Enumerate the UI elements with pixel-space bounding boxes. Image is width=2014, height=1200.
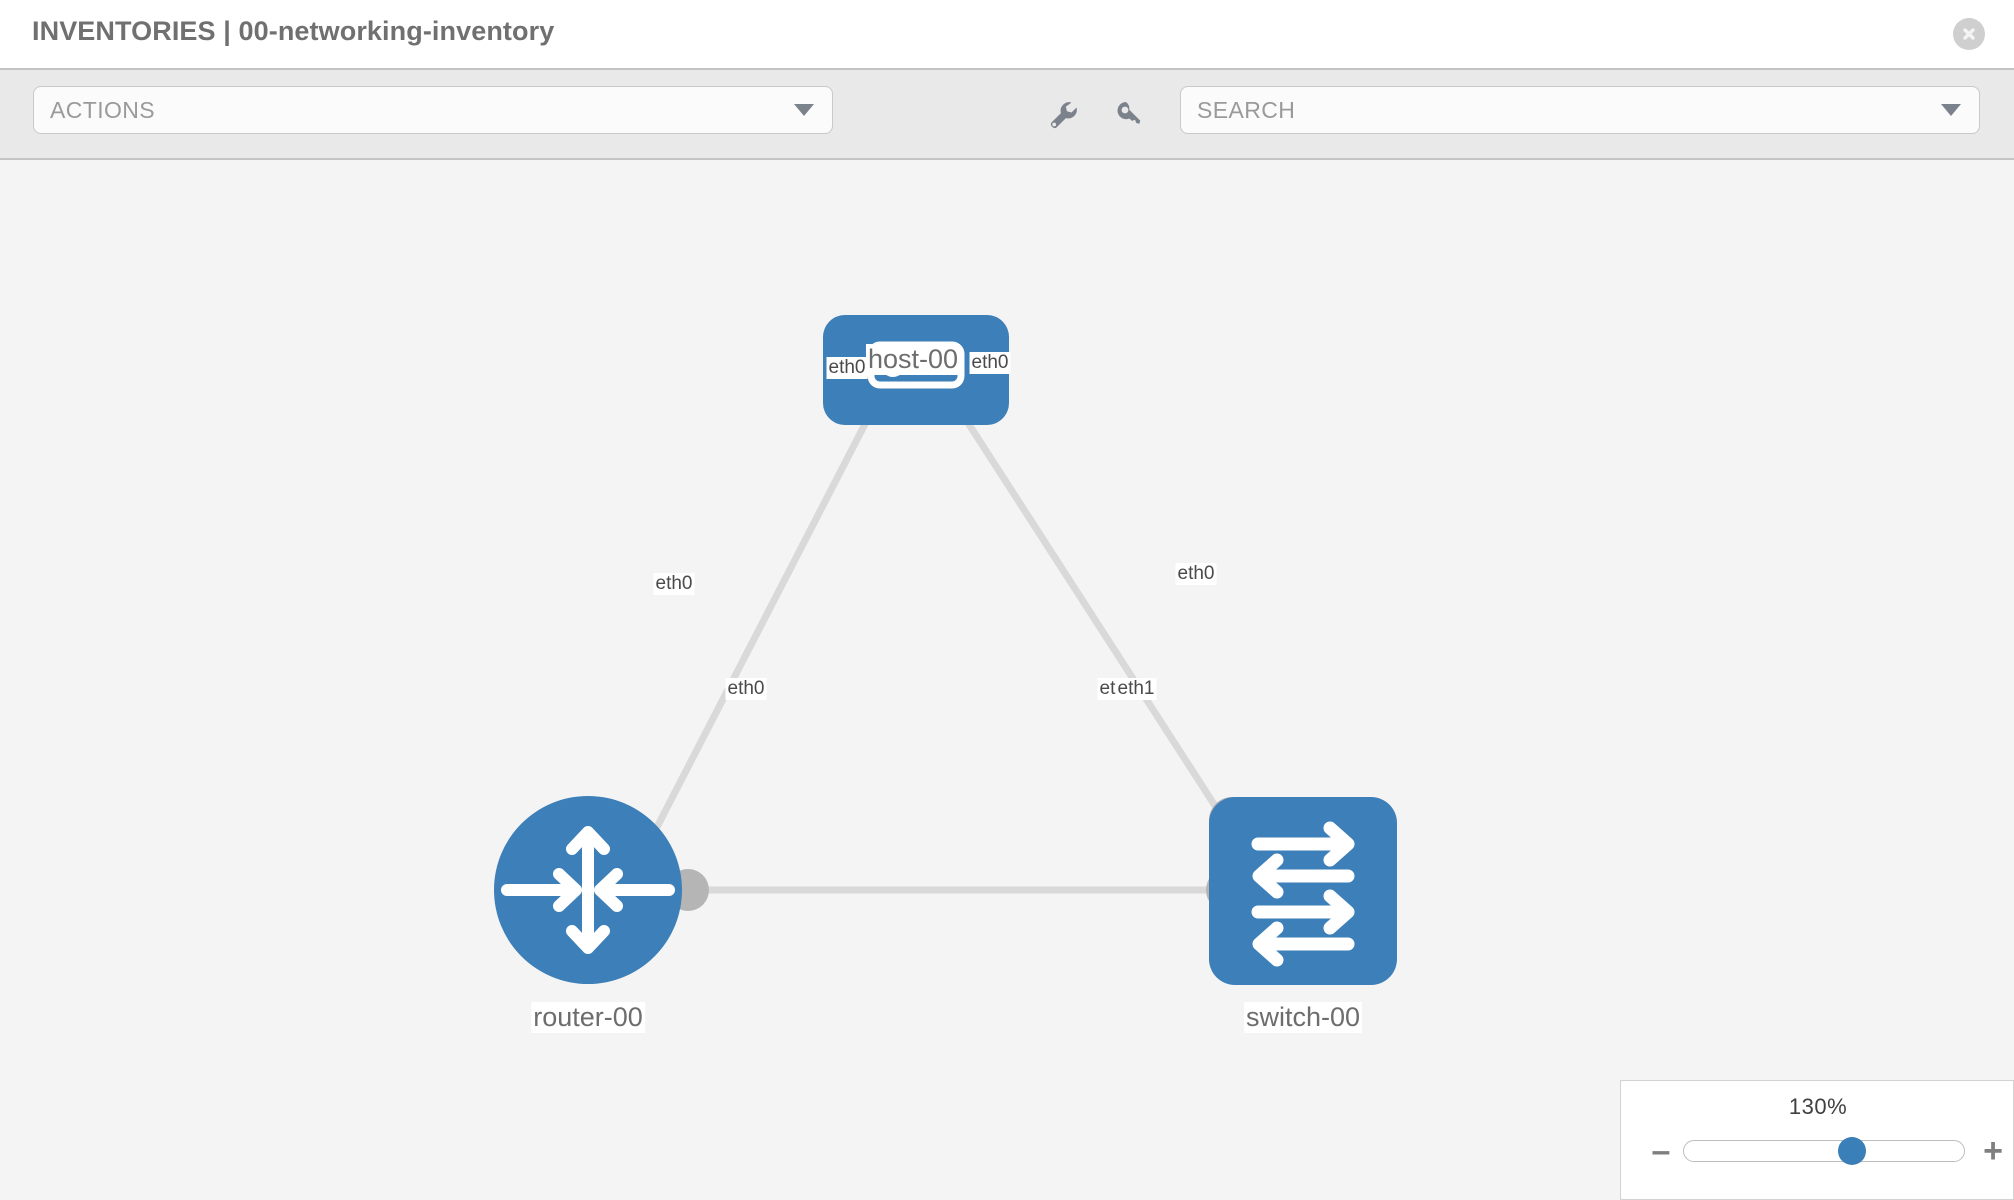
- node-label-host: host-00: [865, 344, 961, 375]
- node-router-00[interactable]: [494, 796, 682, 984]
- search-input[interactable]: SEARCH: [1180, 86, 1980, 134]
- topology-links: [636, 393, 1253, 894]
- zoom-slider-row: – +: [1621, 1131, 2014, 1171]
- switch-icon: [1251, 821, 1355, 967]
- page-header: INVENTORIES | 00-networking-inventory: [0, 0, 2014, 68]
- key-icon[interactable]: [1110, 94, 1150, 134]
- search-placeholder: SEARCH: [1197, 96, 1296, 123]
- iface-label: eth1: [1115, 678, 1157, 700]
- iface-label: eth0: [653, 573, 695, 595]
- wrench-icon[interactable]: [1042, 94, 1082, 134]
- page-title: INVENTORIES | 00-networking-inventory: [32, 16, 555, 46]
- actions-dropdown[interactable]: ACTIONS: [33, 86, 833, 134]
- node-label-router: router-00: [531, 1002, 645, 1033]
- chevron-down-icon: [1941, 104, 1961, 116]
- iface-label: eth0: [725, 678, 767, 700]
- iface-label: eth0: [969, 352, 1011, 374]
- topology-canvas[interactable]: eth0 eth0 eth0 eth0 eth0 eth0 eth1 host-…: [0, 160, 2014, 1200]
- zoom-in-button[interactable]: +: [1983, 1132, 2003, 1170]
- iface-label: eth0: [826, 357, 868, 379]
- actions-dropdown-label: ACTIONS: [50, 96, 156, 123]
- zoom-slider-thumb[interactable]: [1838, 1137, 1866, 1165]
- topology-graph: [494, 315, 1397, 985]
- zoom-out-button[interactable]: –: [1651, 1132, 1671, 1170]
- iface-label: eth0: [1175, 563, 1217, 585]
- zoom-control-panel: 130% – +: [1620, 1080, 2014, 1200]
- zoom-slider-track[interactable]: [1683, 1137, 1965, 1165]
- toolbar: ACTIONS SEARCH: [0, 68, 2014, 160]
- close-icon[interactable]: [1953, 18, 1985, 50]
- router-icon: [501, 826, 675, 954]
- node-switch-00[interactable]: [1209, 797, 1397, 985]
- zoom-level-value: 130%: [1788, 1094, 1848, 1119]
- chevron-down-icon: [794, 104, 814, 116]
- node-label-switch: switch-00: [1243, 1002, 1363, 1033]
- link-host-switch: [947, 393, 1253, 862]
- link-host-router: [636, 393, 884, 862]
